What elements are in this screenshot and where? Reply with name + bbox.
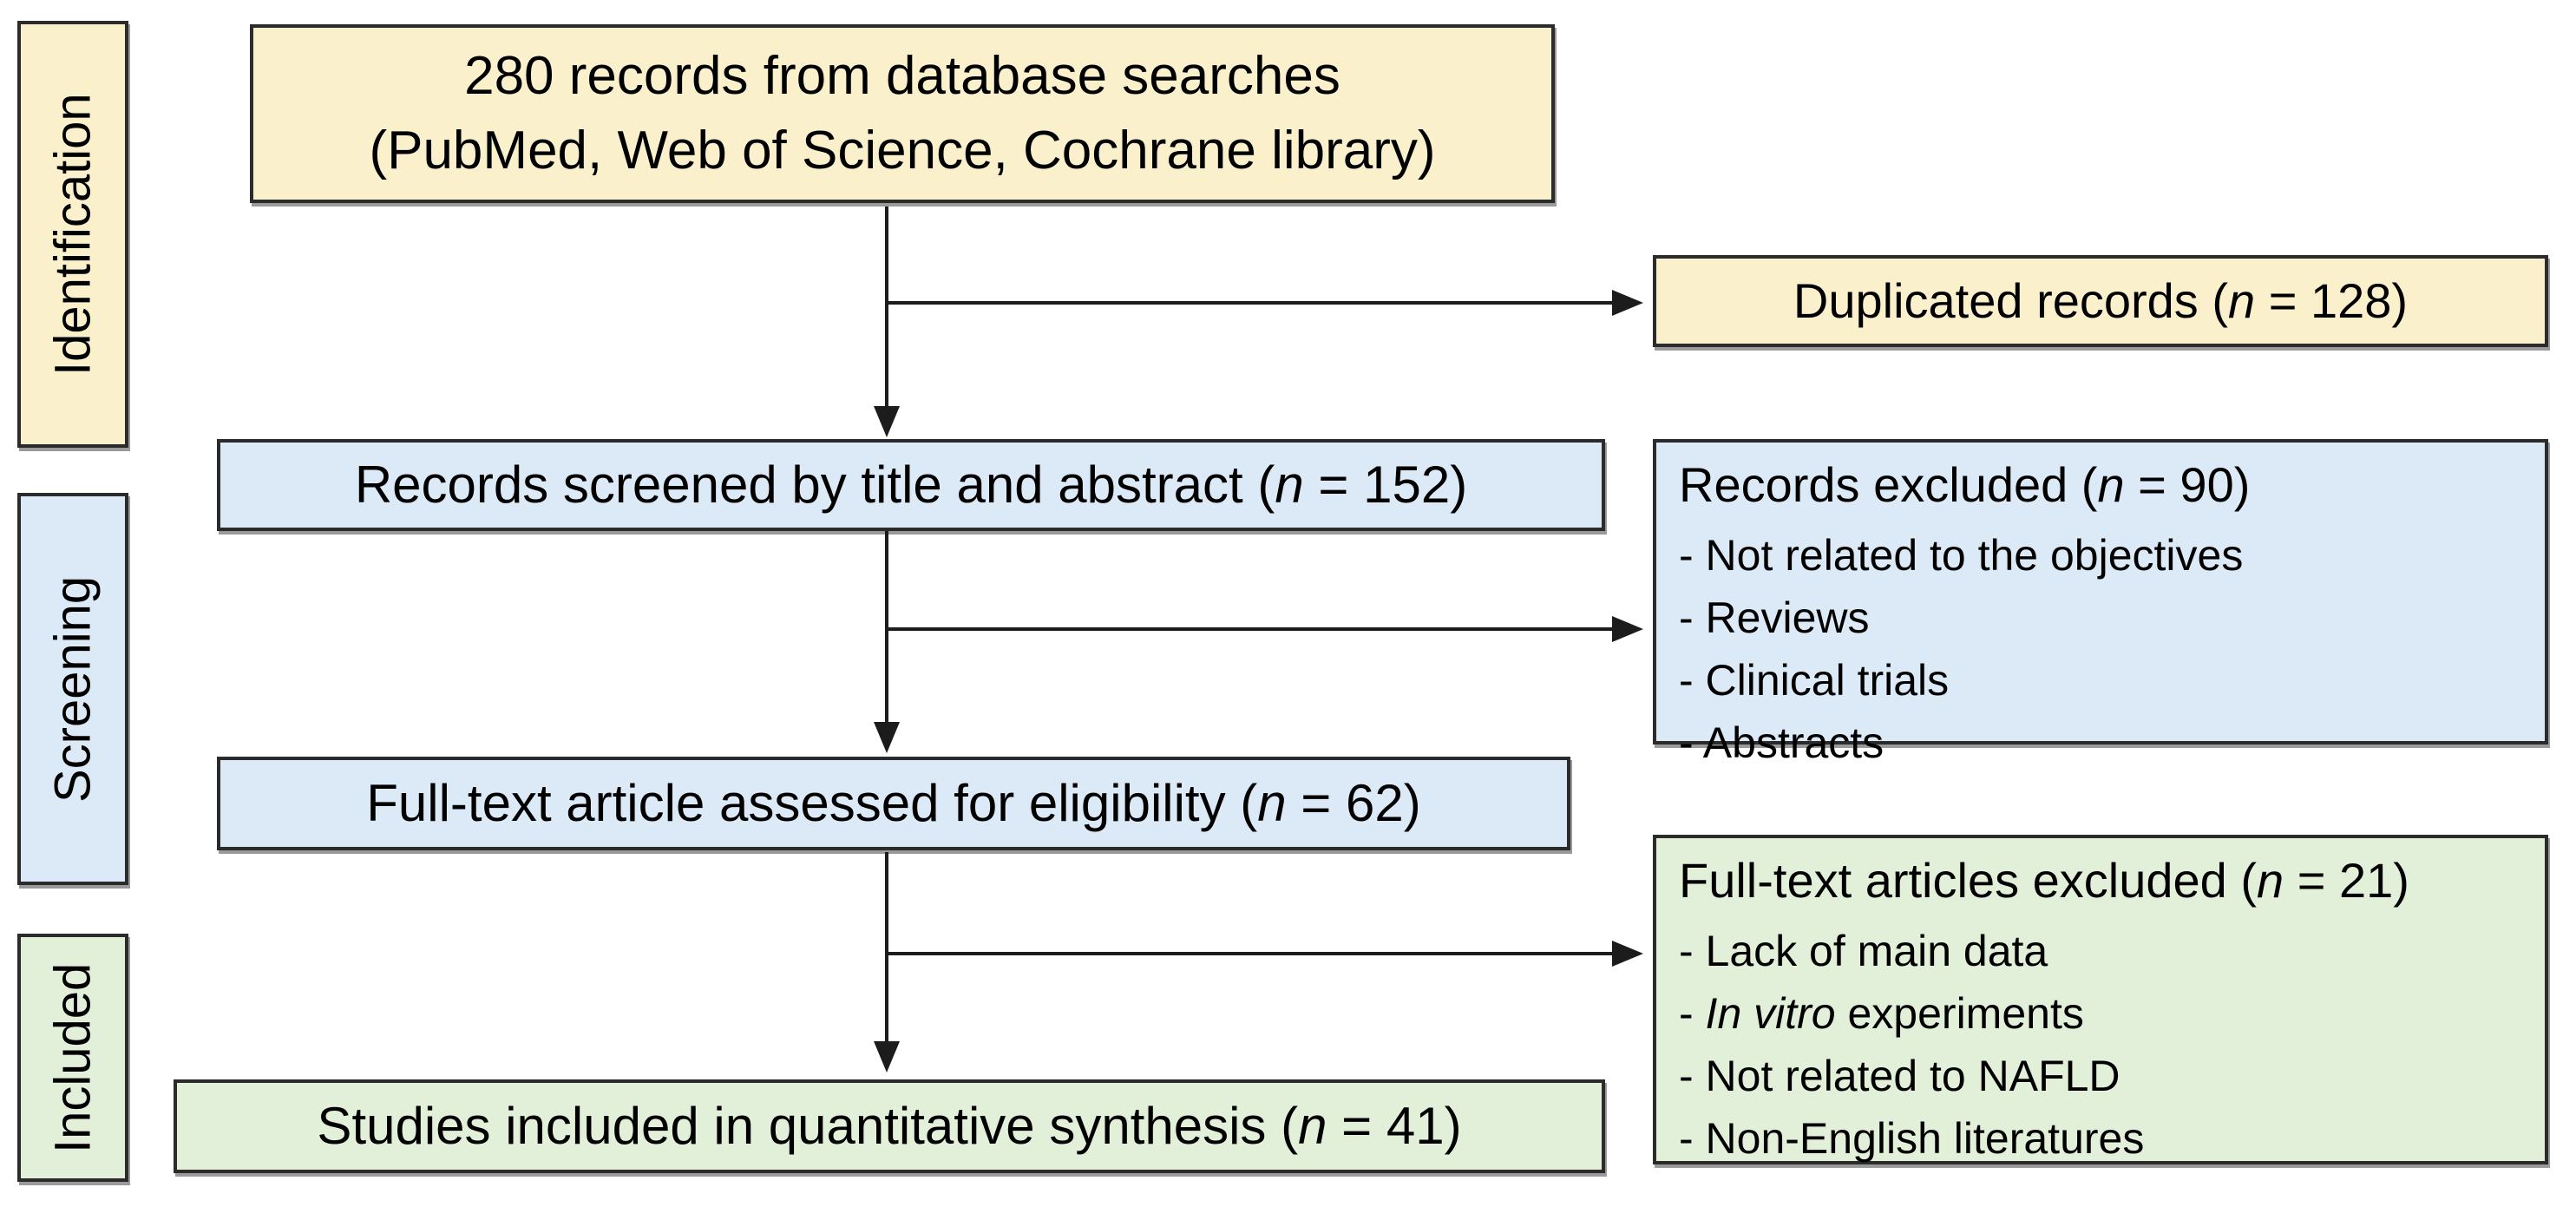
arrow-fulltext-to-included-line <box>885 852 888 1043</box>
arrow-identified-to-screened-head <box>874 406 900 437</box>
stage-label-included: Included <box>17 934 128 1182</box>
arrow-fulltext-to-included-head <box>874 1041 900 1072</box>
fulltext-excluded-item: - Not related to NAFLD <box>1679 1052 2120 1100</box>
studies-included-text: Studies included in quantitative synthes… <box>317 1096 1462 1155</box>
duplicated-records-text: Duplicated records (n = 128) <box>1793 273 2409 329</box>
records-identified-box: 280 records from database searches (PubM… <box>250 24 1555 203</box>
included-label: Included <box>44 962 102 1153</box>
records-excluded-item: - Reviews <box>1679 594 1870 642</box>
stage-label-identification: Identification <box>17 21 128 448</box>
records-screened-box: Records screened by title and abstract (… <box>217 439 1605 531</box>
branch-arrow-duplicated-line <box>887 301 1614 305</box>
records-excluded-item: - Abstracts <box>1679 718 1884 767</box>
branch-arrow-records-excluded-head <box>1612 616 1643 642</box>
records-identified-line2: (PubMed, Web of Science, Cochrane librar… <box>369 121 1436 180</box>
branch-arrow-fulltext-excluded-line <box>887 952 1614 955</box>
branch-arrow-duplicated-head <box>1612 290 1643 316</box>
screening-label: Screening <box>44 575 102 803</box>
arrow-identified-to-screened-line <box>885 207 888 408</box>
fulltext-assessed-box: Full-text article assessed for eligibili… <box>217 757 1570 850</box>
branch-arrow-records-excluded-line <box>887 627 1614 631</box>
fulltext-excluded-item: - Non-English literatures <box>1679 1114 2145 1163</box>
fulltext-excluded-title: Full-text articles excluded (n = 21) <box>1679 853 2409 908</box>
records-excluded-item: - Clinical trials <box>1679 656 1950 705</box>
records-excluded-item: - Not related to the objectives <box>1679 531 2244 580</box>
records-excluded-box: Records excluded (n = 90) - Not related … <box>1653 439 2548 767</box>
duplicated-records-box: Duplicated records (n = 128) <box>1653 255 2548 347</box>
fulltext-excluded-item: - In vitro experiments <box>1679 989 2084 1038</box>
records-screened-text: Records screened by title and abstract (… <box>354 455 1468 514</box>
branch-arrow-fulltext-excluded-head <box>1612 941 1643 967</box>
identification-label: Identification <box>44 93 102 376</box>
stage-label-screening: Screening <box>17 493 128 885</box>
records-excluded-title: Records excluded (n = 90) <box>1679 457 2251 512</box>
studies-included-box: Studies included in quantitative synthes… <box>174 1079 1605 1173</box>
records-identified-line1: 280 records from database searches <box>464 46 1340 107</box>
fulltext-excluded-box: Full-text articles excluded (n = 21) - L… <box>1653 835 2548 1164</box>
fulltext-assessed-text: Full-text article assessed for eligibili… <box>366 773 1421 832</box>
fulltext-excluded-item: - Lack of main data <box>1679 927 2048 975</box>
arrow-screened-to-fulltext-head <box>874 722 900 753</box>
